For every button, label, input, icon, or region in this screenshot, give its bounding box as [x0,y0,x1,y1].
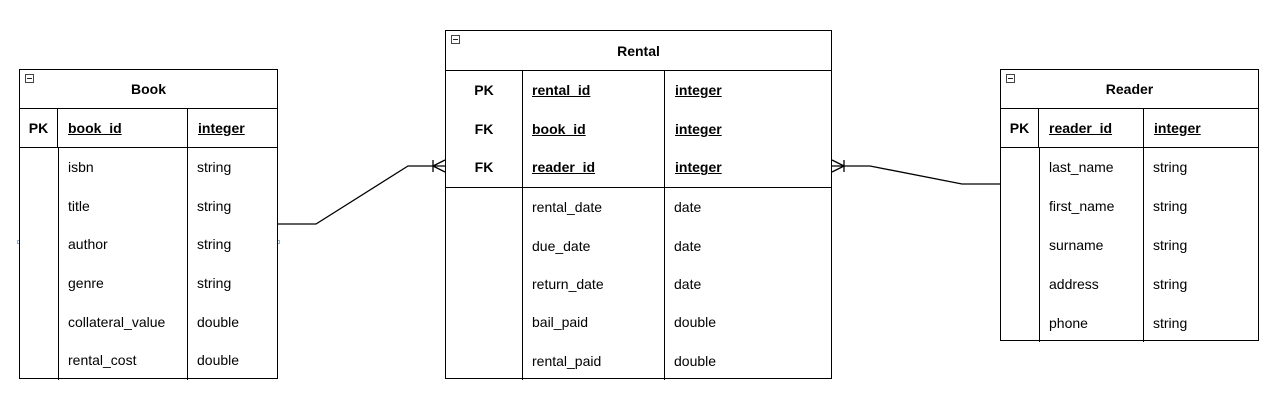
entity-title: Rental [617,42,660,59]
field-type: integer [1143,109,1258,147]
entity-title: Reader [1105,81,1154,97]
field-type: date [674,199,702,216]
book-key-section: PK book_id integer [20,109,277,148]
field-name: reader_id [1049,120,1113,136]
key-row[interactable]: PK book_id integer [20,109,277,147]
reader-field-section: last_name string first_name string surna… [1001,148,1258,342]
field-name: rental_cost [68,352,137,369]
field-type: string [1153,275,1188,292]
key-kind: FK [474,120,494,137]
field-name: rental_id [532,82,591,99]
field-name: first_name [1049,198,1115,215]
field-name: isbn [68,159,94,176]
field-row[interactable]: rental_date date [446,188,831,226]
field-type: string [197,197,232,214]
field-name: author [68,236,108,253]
field-type: integer [664,109,831,149]
field-name: surname [1049,236,1104,253]
field-name: reader_id [532,159,596,176]
field-row[interactable]: title string [20,187,277,226]
key-row[interactable]: PK reader_id integer [1001,109,1258,147]
crows-foot-rental-right-icon [831,159,845,173]
field-row[interactable]: return_date date [446,265,831,303]
field-name: book_id [68,120,122,136]
field-name: book_id [532,120,586,137]
collapse-icon[interactable] [451,35,460,44]
book-rental-connector [278,165,445,225]
field-row[interactable]: first_name string [1001,187,1258,226]
reader-title-bar[interactable]: Reader [1001,70,1258,109]
field-type: string [197,159,232,176]
field-type: date [674,237,702,254]
crows-foot-rental-left-icon [432,159,446,173]
field-row[interactable]: rental_cost double [20,341,277,380]
field-type: double [197,352,240,369]
field-row[interactable]: due_date date [446,226,831,264]
field-name: title [68,197,90,214]
rental-entity[interactable]: Rental PK rental_id integer FK book_id i… [445,30,832,380]
field-row[interactable]: rental_paid double [446,342,831,380]
field-name: bail_paid [532,314,589,331]
field-row[interactable]: bail_paid double [446,303,831,341]
field-row[interactable]: last_name string [1001,148,1258,187]
book-field-section: isbn string title string author string g… [20,148,277,380]
reader-entity[interactable]: Reader PK reader_id integer last_name st… [1000,69,1259,342]
field-type: integer [664,71,831,110]
reader-rental-connector [832,165,1000,185]
field-type: string [1153,198,1188,215]
field-name: return_date [532,275,604,292]
rental-key-section: PK rental_id integer FK book_id integer … [446,71,831,188]
reader-key-section: PK reader_id integer [1001,109,1258,148]
book-title-bar[interactable]: Book [20,70,277,109]
field-name: genre [68,275,104,292]
field-row[interactable]: author string [20,225,277,264]
field-type: string [1153,159,1188,176]
field-type: string [197,236,232,253]
key-kind: PK [474,82,494,99]
field-row[interactable]: isbn string [20,148,277,187]
rental-field-section: rental_date date due_date date return_da… [446,188,831,380]
field-type: integer [187,109,277,147]
field-type: integer [664,148,831,187]
field-name: collateral_value [68,313,166,330]
field-type: double [674,352,717,369]
key-row[interactable]: PK rental_id integer [446,71,831,110]
field-name: last_name [1049,159,1114,176]
field-type: double [197,313,240,330]
field-type: string [1153,314,1188,331]
key-row[interactable]: FK book_id integer [446,109,831,149]
key-kind: PK [20,109,58,147]
field-row[interactable]: collateral_value double [20,302,277,341]
field-type: string [197,275,232,292]
key-kind: PK [1001,109,1039,147]
field-name: rental_date [532,199,603,216]
field-row[interactable]: address string [1001,264,1258,303]
entity-title: Book [131,81,166,97]
field-row[interactable]: phone string [1001,303,1258,342]
field-row[interactable]: genre string [20,264,277,303]
key-kind: FK [474,159,494,176]
field-type: string [1153,236,1188,253]
field-name: address [1049,275,1099,292]
field-name: due_date [532,237,591,254]
field-row[interactable]: surname string [1001,226,1258,265]
field-name: rental_paid [532,352,602,369]
field-type: date [674,275,702,292]
field-type: double [674,314,717,331]
field-name: phone [1049,314,1088,331]
rental-title-bar[interactable]: Rental [446,31,831,71]
collapse-icon[interactable] [25,74,34,83]
book-entity[interactable]: Book PK book_id integer isbn string titl… [19,69,278,380]
collapse-icon[interactable] [1006,74,1015,83]
key-row[interactable]: FK reader_id integer [446,148,831,187]
